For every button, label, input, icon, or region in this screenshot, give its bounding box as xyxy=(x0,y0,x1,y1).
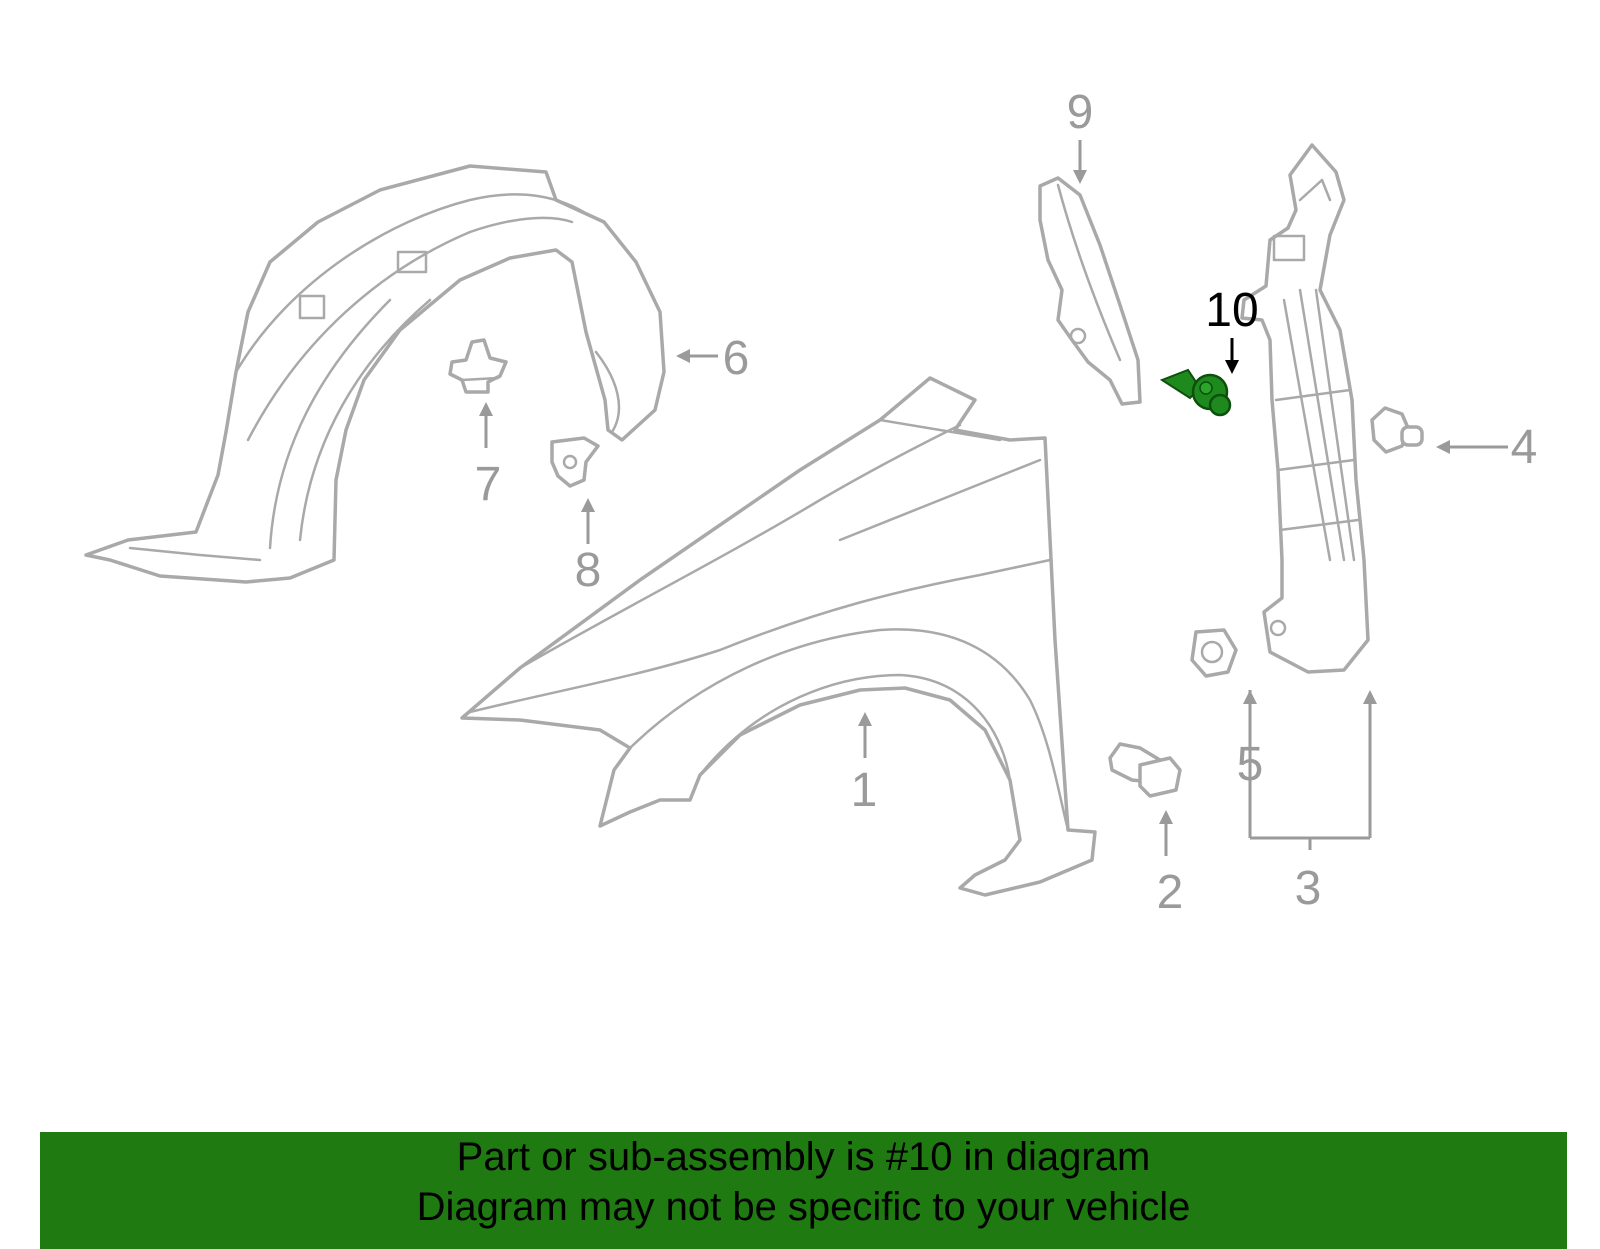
callout-8: 8 xyxy=(575,544,602,597)
leaders xyxy=(479,140,1508,856)
callouts: 1 2 3 4 5 6 7 8 9 10 xyxy=(475,86,1538,919)
callout-2: 2 xyxy=(1157,866,1184,919)
callout-5: 5 xyxy=(1237,738,1264,791)
part-2-bolt xyxy=(1108,742,1182,798)
callout-1: 1 xyxy=(851,764,878,817)
callout-6: 6 xyxy=(723,332,750,385)
part-4-clip xyxy=(1370,406,1424,454)
callout-4: 4 xyxy=(1511,421,1538,474)
part-6-fender-liner xyxy=(84,164,666,584)
part-8-grommet-clip xyxy=(550,436,600,488)
part-10-clip-highlighted xyxy=(1159,368,1232,417)
part-3-fender-bracket xyxy=(1240,143,1370,674)
banner-line-2: Diagram may not be specific to your vehi… xyxy=(416,1185,1191,1229)
callout-9: 9 xyxy=(1067,86,1094,139)
part-1-front-fender xyxy=(460,376,1097,897)
part-5-grommet xyxy=(1190,628,1238,678)
part-9-bracket xyxy=(1038,176,1142,406)
callout-3: 3 xyxy=(1295,862,1322,915)
callout-7: 7 xyxy=(475,458,502,511)
callout-10: 10 xyxy=(1205,284,1258,337)
banner-line-1: Part or sub-assembly is #10 in diagram xyxy=(456,1135,1151,1179)
part-7-push-clip xyxy=(448,338,508,394)
info-banner: Part or sub-assembly is #10 in diagram D… xyxy=(40,1132,1567,1249)
